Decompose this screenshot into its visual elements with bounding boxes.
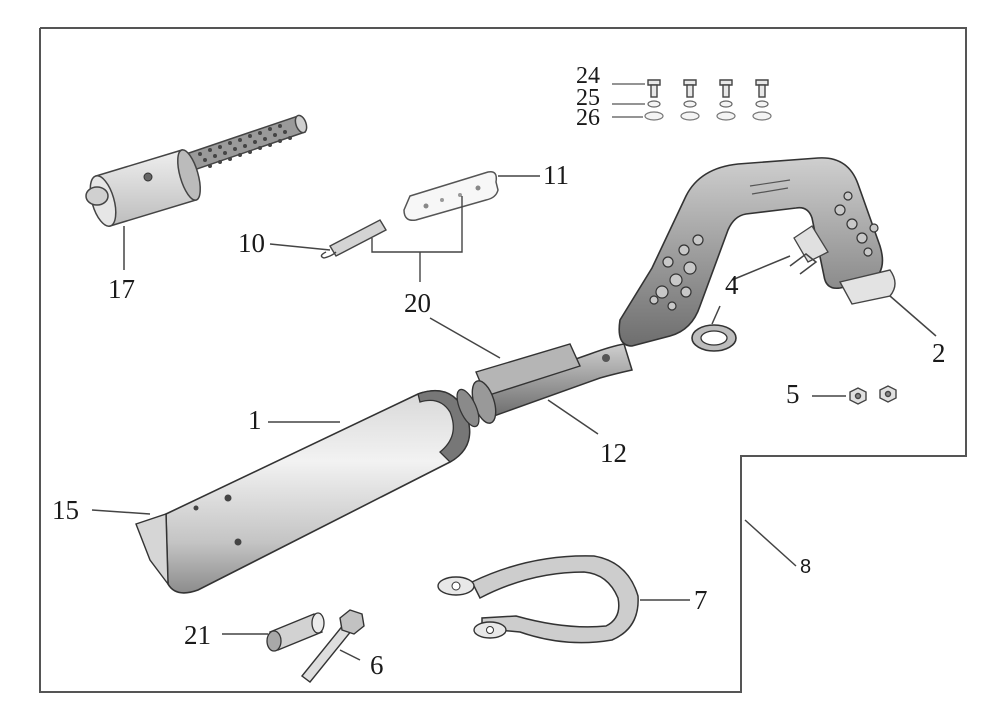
leader-lines-10-11-20	[269, 175, 540, 282]
part-12-link-pipe	[471, 343, 633, 424]
part-25-washers	[647, 100, 769, 108]
callout-10: 10	[238, 228, 265, 258]
callout-8: 8	[800, 556, 812, 578]
callout-17: 17	[108, 274, 135, 304]
part-7-clamp	[437, 555, 639, 644]
callout-20: 20	[404, 288, 431, 318]
part-21-bushing	[266, 612, 325, 652]
callout-21: 21	[184, 620, 211, 650]
callout-12: 12	[600, 438, 627, 468]
part-26-washers	[644, 111, 772, 121]
callout-5: 5	[786, 379, 800, 409]
callout-11: 11	[543, 160, 569, 190]
part-4-gasket	[691, 324, 737, 352]
part-11-heat-shield	[403, 170, 499, 222]
part-10-clip	[320, 219, 387, 259]
part-6-bolt	[300, 609, 365, 683]
part-17-spark-arrestor	[85, 114, 308, 227]
callout-2: 2	[932, 338, 946, 368]
part-2-header-pipe	[618, 157, 896, 347]
leader-lines	[91, 226, 937, 661]
callout-26: 26	[576, 105, 600, 131]
callout-25: 25	[576, 85, 600, 111]
diagram-frame	[39, 27, 967, 693]
leader-lines-24-26	[612, 83, 645, 118]
callout-24: 24	[576, 63, 600, 89]
callout-1: 1	[248, 405, 262, 435]
callout-4: 4	[725, 270, 739, 300]
callout-7: 7	[694, 585, 708, 615]
part-5-nuts	[849, 385, 897, 405]
part-4-spring	[711, 253, 818, 325]
part-24-bolts	[647, 79, 769, 98]
part-1-muffler	[135, 388, 480, 594]
callout-6: 6	[370, 650, 384, 680]
callout-15: 15	[52, 495, 79, 525]
